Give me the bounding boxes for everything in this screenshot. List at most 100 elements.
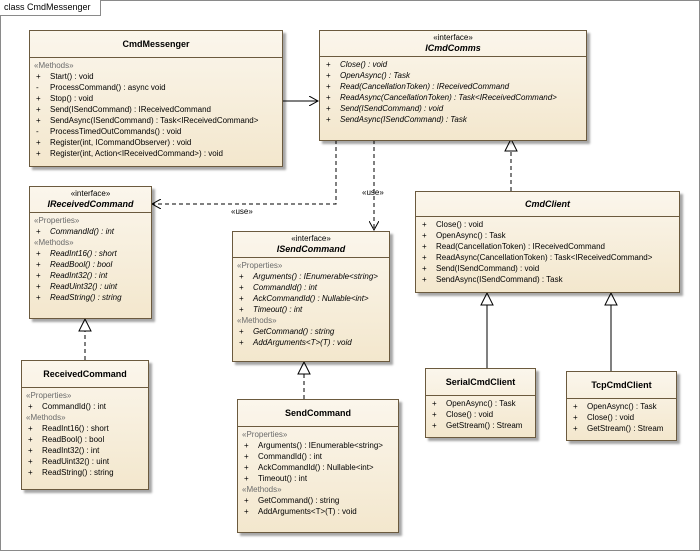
visibility-marker: +	[422, 220, 427, 229]
method-row: +Close() : void	[432, 410, 494, 419]
visibility-marker: +	[28, 457, 33, 466]
visibility-marker: +	[36, 260, 41, 269]
method-row: +GetStream() : Stream	[573, 424, 664, 433]
dependency-comms-receivedcommand	[152, 140, 337, 204]
method-row: +ReadString() : string	[36, 293, 122, 302]
method-row: +SendAsync(ISendCommand) : Task<IReceive…	[36, 116, 259, 125]
method-row: +Send(ISendCommand) : void	[422, 264, 540, 273]
visibility-marker: +	[422, 264, 427, 273]
class-tcpcmdclient[interactable]: TcpCmdClient +OpenAsync() : Task +Close(…	[566, 371, 677, 441]
generalization-head-serial	[480, 291, 494, 306]
method-row: +ReadString() : string	[28, 468, 114, 477]
property-row: +CommandId() : int	[239, 283, 318, 292]
property-row: +Arguments() : IEnumerable<string>	[239, 272, 378, 281]
method-row: +SendAsync(ISendCommand) : Task	[326, 115, 467, 124]
visibility-marker: +	[36, 116, 41, 125]
class-cmdclient[interactable]: CmdClient +Close() : void +OpenAsync() :…	[415, 191, 680, 293]
class-name: CmdMessenger	[122, 39, 190, 49]
section-properties: «Properties»	[237, 261, 283, 270]
visibility-marker: +	[422, 275, 427, 284]
visibility-marker: +	[432, 410, 437, 419]
visibility-marker: +	[28, 435, 33, 444]
visibility-marker: +	[244, 452, 249, 461]
method-row: +Send(ISendCommand) : void	[326, 104, 444, 113]
method-row: +ReadBool() : bool	[36, 260, 113, 269]
method-row: +ReadInt32() : int	[28, 446, 100, 455]
section-methods: «Methods»	[34, 238, 74, 247]
visibility-marker: +	[36, 293, 41, 302]
method-row: +OpenAsync() : Task	[432, 399, 516, 408]
class-sendcommand[interactable]: SendCommand «Properties» +Arguments() : …	[237, 399, 399, 533]
visibility-marker: +	[239, 338, 244, 347]
use-label-receivedcommand: «use»	[231, 207, 253, 216]
visibility-marker: +	[573, 413, 578, 422]
visibility-marker: -	[36, 127, 39, 136]
visibility-marker: +	[573, 402, 578, 411]
section-methods: «Methods»	[242, 485, 282, 494]
section-properties: «Properties»	[34, 216, 80, 225]
method-row: +ReadInt16() : short	[28, 424, 109, 433]
property-row: +CommandId() : int	[36, 227, 115, 236]
visibility-marker: +	[244, 496, 249, 505]
method-row: +Start() : void	[36, 72, 94, 81]
stereotype: «interface»	[433, 33, 473, 42]
method-row: +ReadInt16() : short	[36, 249, 117, 258]
method-row: -ProcessTimedOutCommands() : void	[36, 127, 182, 136]
property-row: +Arguments() : IEnumerable<string>	[244, 441, 383, 450]
method-row: +AddArguments<T>(T) : void	[244, 507, 357, 516]
visibility-marker: +	[326, 115, 331, 124]
class-name: TcpCmdClient	[591, 380, 652, 390]
visibility-marker: +	[244, 507, 249, 516]
visibility-marker: +	[36, 94, 41, 103]
class-cmdmessenger[interactable]: CmdMessenger «Methods» +Start() : void -…	[29, 30, 283, 167]
class-name: ReceivedCommand	[43, 369, 127, 379]
method-row: +SendAsync(ISendCommand) : Task	[422, 275, 563, 284]
visibility-marker: +	[326, 93, 331, 102]
class-ireceivedcommand[interactable]: «interface» IReceivedCommand «Properties…	[29, 186, 152, 319]
class-icmdcomms[interactable]: «interface» ICmdComms +Close() : void +O…	[319, 30, 587, 141]
method-row: +Read(CancellationToken) : IReceivedComm…	[326, 82, 510, 91]
method-row: +ReadUint32() : uint	[28, 457, 110, 466]
class-isendcommand[interactable]: «interface» ISendCommand «Properties» +A…	[232, 231, 390, 362]
visibility-marker: +	[28, 446, 33, 455]
section-properties: «Properties»	[26, 391, 72, 400]
property-row: +AckCommandId() : Nullable<int>	[244, 463, 374, 472]
class-name: CmdClient	[525, 199, 570, 209]
section-methods: «Methods»	[34, 61, 74, 70]
method-row: +AddArguments<T>(T) : void	[239, 338, 352, 347]
visibility-marker: +	[244, 463, 249, 472]
visibility-marker: -	[36, 83, 39, 92]
method-row: +Register(int, Action<IReceivedCommand>)…	[36, 149, 223, 158]
class-name: SerialCmdClient	[445, 377, 516, 387]
visibility-marker: +	[422, 231, 427, 240]
method-row: -ProcessCommand() : async void	[36, 83, 166, 92]
method-row: +ReadBool() : bool	[28, 435, 105, 444]
visibility-marker: +	[28, 402, 33, 411]
visibility-marker: +	[239, 327, 244, 336]
visibility-marker: +	[422, 242, 427, 251]
class-name: ISendCommand	[276, 244, 346, 254]
method-row: +GetCommand() : string	[239, 327, 335, 336]
visibility-marker: +	[239, 294, 244, 303]
class-serialcmdclient[interactable]: SerialCmdClient +OpenAsync() : Task +Clo…	[425, 368, 536, 438]
visibility-marker: +	[36, 138, 41, 147]
visibility-marker: +	[36, 227, 41, 236]
class-receivedcommand[interactable]: ReceivedCommand «Properties» +CommandId(…	[21, 360, 149, 490]
method-row: +ReadAsync(CancellationToken) : Task<IRe…	[326, 93, 557, 102]
visibility-marker: +	[36, 249, 41, 258]
method-row: +Stop() : void	[36, 94, 94, 103]
section-methods: «Methods»	[237, 316, 277, 325]
method-row: +Close() : void	[573, 413, 635, 422]
visibility-marker: +	[573, 424, 578, 433]
method-row: +Send(ISendCommand) : IReceivedCommand	[36, 105, 211, 114]
method-row: +Close() : void	[422, 220, 484, 229]
property-row: +AckCommandId() : Nullable<int>	[239, 294, 369, 303]
property-row: +Timeout() : int	[244, 474, 308, 483]
class-name: SendCommand	[284, 408, 351, 418]
visibility-marker: +	[239, 305, 244, 314]
visibility-marker: +	[36, 72, 41, 81]
visibility-marker: +	[326, 104, 331, 113]
visibility-marker: +	[244, 474, 249, 483]
realization-head-isend	[297, 360, 311, 375]
diagram-title: class CmdMessenger	[0, 0, 101, 16]
